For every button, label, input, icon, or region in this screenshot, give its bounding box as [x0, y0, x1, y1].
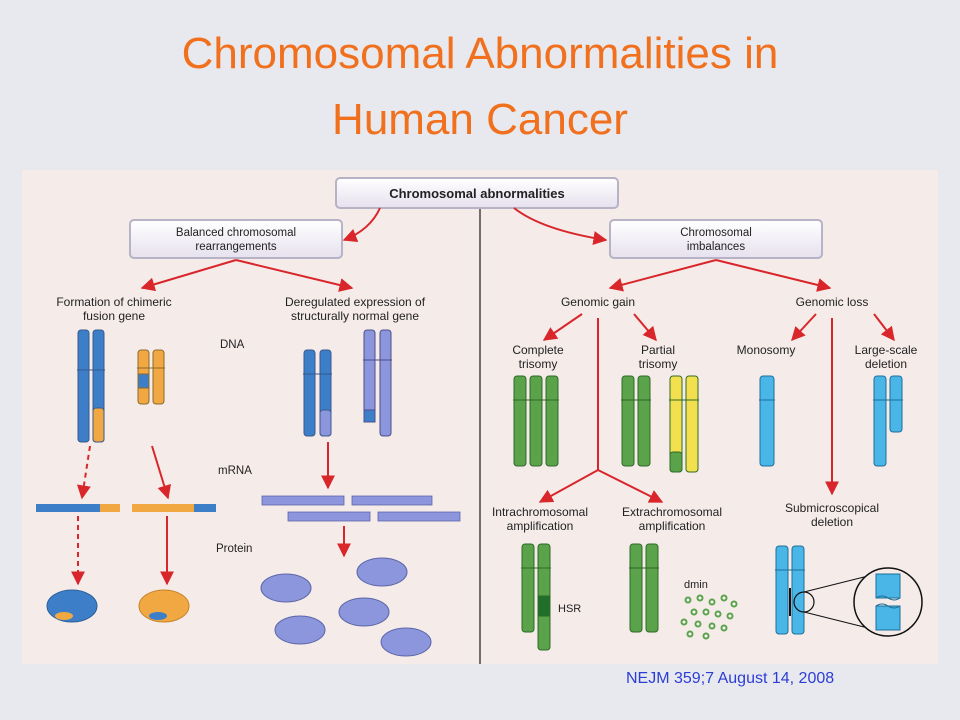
- monosomy-chromosome: [759, 375, 775, 467]
- submicro-label-2: deletion: [811, 515, 853, 529]
- hsr-label: HSR: [558, 603, 581, 615]
- root-box: Chromosomal abnormalities: [335, 177, 619, 209]
- complete-label-1: Complete: [512, 343, 564, 357]
- title-line-2: Human Cancer: [332, 95, 628, 144]
- fusion-protein-b: [138, 589, 190, 623]
- deletion-zoom-large: [853, 567, 923, 637]
- title-line-1: Chromosomal Abnormalities in: [181, 29, 779, 78]
- monosomy-label: Monosomy: [737, 343, 796, 357]
- extra-label-1: Extrachromosomal: [622, 505, 722, 519]
- citation: NEJM 359;7 August 14, 2008: [626, 670, 835, 687]
- fusion-protein-a: [46, 589, 98, 623]
- arrow-root-to-balanced: [342, 207, 381, 243]
- dereg-chromosome-pair-a: [303, 349, 332, 437]
- extrachromosomal-chromosomes: [629, 543, 659, 633]
- dna-label: DNA: [220, 339, 245, 351]
- submicro-label-1: Submicroscopical: [785, 501, 879, 515]
- arrow-balanced-to-chimeric: [140, 259, 237, 292]
- partial-label-1: Partial: [641, 343, 675, 357]
- extra-label-2: amplification: [639, 519, 706, 533]
- double-minutes-dots: [680, 594, 738, 640]
- large-deletion-chromosomes: [873, 375, 903, 467]
- dereg-label-1: Deregulated expression of: [285, 295, 426, 309]
- chimeric-label-1: Formation of chimeric: [56, 295, 171, 309]
- arrow-balanced-to-dereg: [235, 259, 354, 292]
- arrow-loss-large: [873, 313, 895, 342]
- intra-label-2: amplification: [507, 519, 574, 533]
- arrow-gain-intra: [538, 469, 599, 503]
- partial-label-2: trisomy: [639, 357, 678, 371]
- protein-label: Protein: [216, 543, 252, 555]
- dereg-mrna-strands: [261, 495, 461, 522]
- arrow-fusion-solid-1: [151, 445, 171, 500]
- intra-label-1: Intrachromosomal: [492, 505, 588, 519]
- complete-trisomy-chromosomes: [513, 375, 559, 467]
- balanced-label-2: rearrangements: [195, 241, 276, 253]
- arrow-loss-monosomy: [791, 313, 817, 342]
- arrow-root-to-imbalance: [513, 207, 608, 245]
- dmin-label: dmin: [684, 579, 708, 591]
- loss-label: Genomic loss: [796, 295, 869, 309]
- mrna-label: mRNA: [218, 465, 252, 477]
- arrow-imbalance-to-gain: [608, 259, 717, 292]
- intrachromosomal-chromosomes: [521, 543, 551, 651]
- partial-trisomy-chromosomes: [621, 375, 699, 473]
- gain-label: Genomic gain: [561, 295, 635, 309]
- chromosomal-abnormalities-diagram: Chromosomal abnormalities Balanced chrom…: [22, 170, 938, 664]
- arrow-imbalance-to-loss: [715, 259, 832, 292]
- fusion-chromosome-pair-b: [137, 349, 165, 405]
- dereg-label-2: structurally normal gene: [291, 309, 419, 323]
- arrow-gain-complete: [542, 313, 583, 341]
- imbalance-box: Chromosomal imbalances: [609, 219, 823, 259]
- root-label: Chromosomal abnormalities: [389, 186, 565, 201]
- imbalance-label-1: Chromosomal: [680, 227, 752, 239]
- arrow-gain-extra: [597, 469, 664, 503]
- fusion-mrna-strands: [36, 504, 216, 512]
- large-label-1: Large-scale: [855, 343, 918, 357]
- fusion-chromosome-pair-a: [77, 329, 105, 443]
- dereg-chromosome-pair-b: [363, 329, 392, 437]
- balanced-box: Balanced chromosomal rearrangements: [129, 219, 343, 259]
- overexpressed-proteins: [260, 557, 432, 657]
- complete-label-2: trisomy: [519, 357, 558, 371]
- balanced-label-1: Balanced chromosomal: [176, 227, 296, 239]
- arrow-gain-partial: [633, 313, 657, 342]
- large-label-2: deletion: [865, 357, 907, 371]
- chimeric-label-2: fusion gene: [83, 309, 145, 323]
- imbalance-label-2: imbalances: [687, 241, 745, 253]
